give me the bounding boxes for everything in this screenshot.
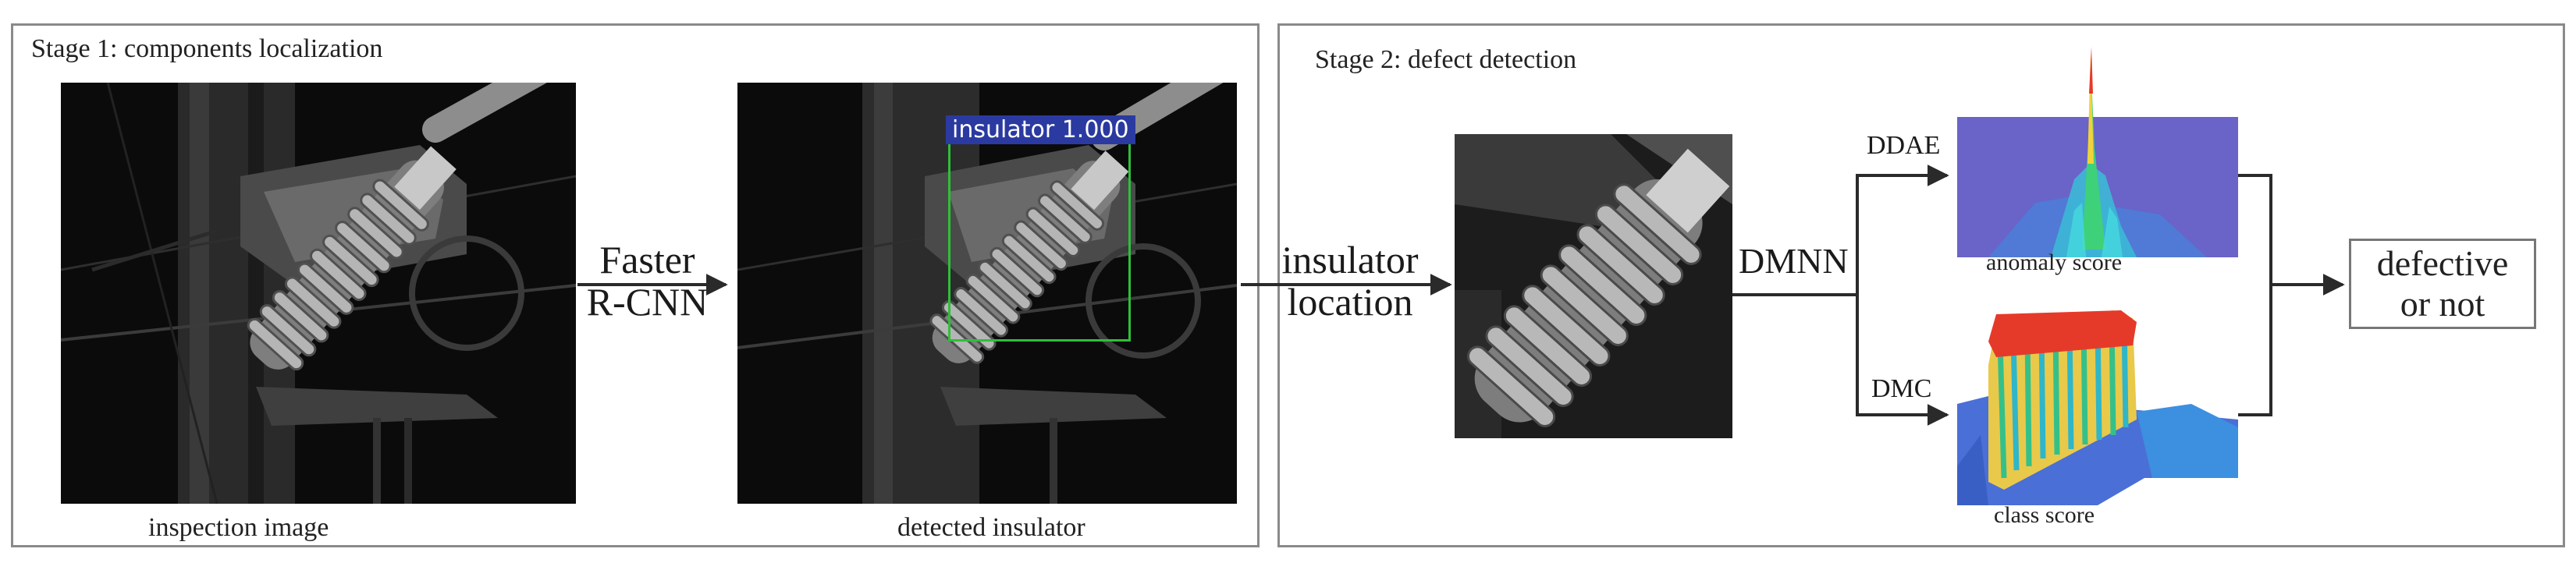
- dmnn-label: DMNN: [1739, 241, 1849, 281]
- detection-tag: insulator 1.000: [946, 115, 1135, 144]
- detection-bounding-box: [948, 140, 1131, 342]
- insulator-location-line1: insulator: [1281, 238, 1419, 281]
- method-label-line1: Faster: [599, 238, 695, 281]
- dmc-label: DMC: [1871, 374, 1932, 403]
- insulator-location-line2: location: [1287, 280, 1413, 324]
- stage1-title: Stage 1: components localization: [31, 34, 383, 63]
- detected-insulator-caption: detected insulator: [897, 513, 1085, 542]
- method-label-line2: R-CNN: [586, 280, 709, 324]
- method-label: Faster R-CNN: [579, 239, 716, 323]
- result-box: defective or not: [2349, 239, 2536, 329]
- stage2-title: Stage 2: defect detection: [1315, 45, 1577, 74]
- anomaly-score-plot: [1957, 47, 2238, 257]
- cropped-insulator-image: [1455, 134, 1732, 438]
- class-score-caption: class score: [1994, 502, 2095, 528]
- inspection-image: [61, 83, 576, 504]
- insulator-location-label: insulator location: [1280, 239, 1420, 323]
- ddae-label: DDAE: [1867, 131, 1941, 160]
- class-score-plot: [1957, 310, 2238, 505]
- result-line2: or not: [2400, 284, 2485, 324]
- inspection-image-caption: inspection image: [148, 513, 329, 542]
- anomaly-score-caption: anomaly score: [1986, 250, 2123, 275]
- result-line1: defective: [2376, 243, 2509, 284]
- detected-insulator-image: [737, 83, 1237, 504]
